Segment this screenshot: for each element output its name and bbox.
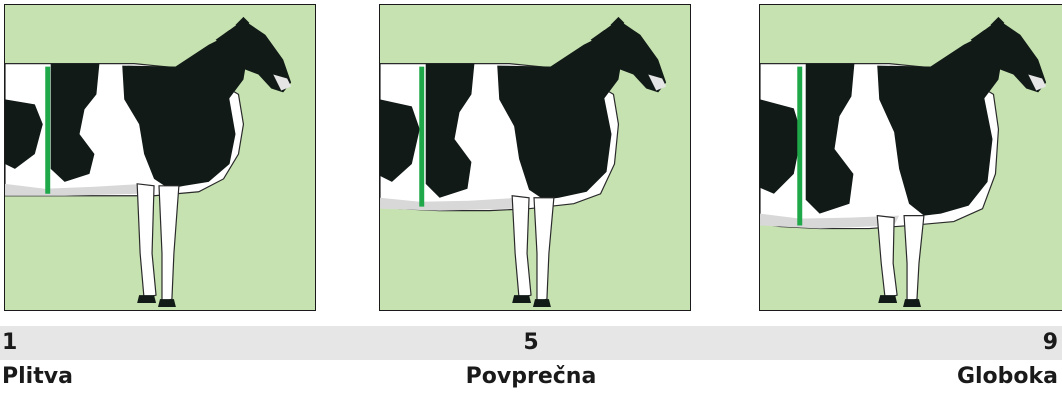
cow-hoof (158, 299, 176, 307)
caption-high: Globoka (957, 362, 1058, 392)
caption-mid: Povprečna (466, 362, 597, 392)
scale-number-mid: 5 (523, 329, 538, 357)
cow-icon (5, 5, 315, 310)
cow-icon (380, 5, 690, 310)
cow-figure (760, 17, 1046, 307)
cow-front-leg (159, 186, 179, 303)
cow-front-leg (904, 216, 924, 303)
scale-number-high: 9 (1043, 329, 1058, 357)
cow-hoof (137, 295, 156, 303)
scale-number-bar: 1 5 9 (0, 326, 1062, 360)
illustration-panel-deep (759, 4, 1062, 311)
cow-hoof (512, 295, 531, 303)
caption-low: Plitva (2, 362, 73, 392)
cow-front-leg (534, 198, 554, 303)
cow-icon (760, 5, 1062, 310)
scale-number-low: 1 (2, 329, 17, 357)
illustration-panel-average (379, 4, 691, 311)
illustration-panel-shallow (4, 4, 316, 311)
cow-front-leg (877, 216, 897, 299)
cow-front-leg (512, 196, 531, 299)
cow-front-leg (137, 184, 156, 299)
cow-hoof (533, 299, 551, 307)
cow-hoof (878, 295, 897, 303)
cow-hoof (903, 299, 921, 307)
